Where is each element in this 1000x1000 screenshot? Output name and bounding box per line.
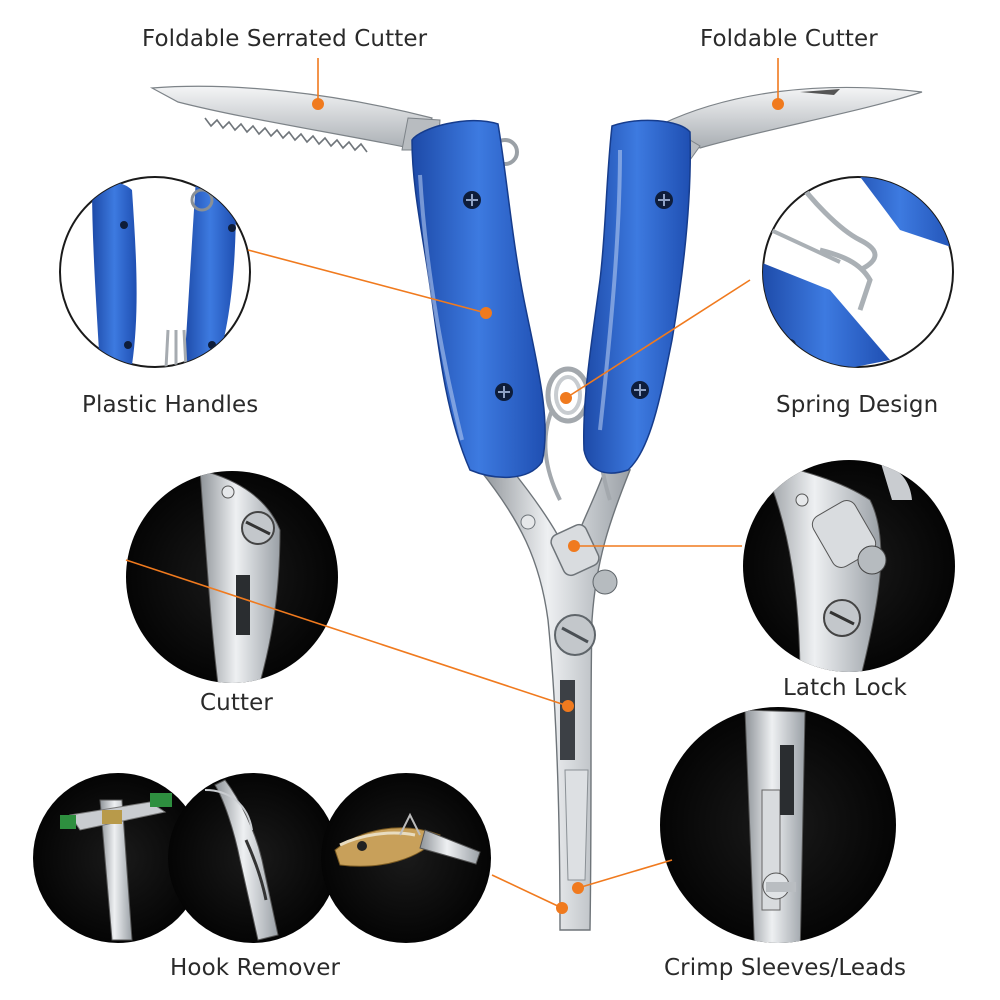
label-crimp-sleeves-leads: Crimp Sleeves/Leads xyxy=(664,955,907,981)
callout-dot-plastic-handles xyxy=(480,307,492,319)
callout-dot-foldable-cutter xyxy=(772,98,784,110)
right-handle-shape xyxy=(583,119,692,474)
inset-cutter xyxy=(126,471,338,683)
label-foldable-cutter: Foldable Cutter xyxy=(700,26,878,52)
steel-jaw-shape xyxy=(478,469,632,931)
inset-hook-remover-2 xyxy=(168,773,338,943)
pliers-main-illustration xyxy=(149,85,923,931)
label-foldable-serrated-cutter: Foldable Serrated Cutter xyxy=(142,26,428,52)
callout-dot-serrated-cutter xyxy=(312,98,324,110)
left-handle-shape xyxy=(411,119,546,479)
inset-crimp-sleeves xyxy=(660,707,896,943)
inset-hook-remover-3 xyxy=(321,773,491,943)
label-cutter: Cutter xyxy=(200,690,273,716)
serrated-blade-shape xyxy=(149,85,441,153)
callout-dot-latch-lock xyxy=(568,540,580,552)
callout-dot-hook-remover xyxy=(556,902,568,914)
label-hook-remover: Hook Remover xyxy=(170,955,341,981)
label-plastic-handles: Plastic Handles xyxy=(82,392,259,418)
callout-dot-crimp-sleeves xyxy=(572,882,584,894)
callout-dot-spring-design xyxy=(560,392,572,404)
inset-hook-remover-1 xyxy=(33,773,203,943)
inset-latch-lock xyxy=(743,460,955,672)
inset-spring-design xyxy=(762,176,954,368)
label-spring-design: Spring Design xyxy=(776,392,939,418)
inset-plastic-handles xyxy=(59,176,251,368)
callout-dot-cutter xyxy=(562,700,574,712)
label-latch-lock: Latch Lock xyxy=(783,675,907,701)
callout-lines xyxy=(125,58,784,914)
